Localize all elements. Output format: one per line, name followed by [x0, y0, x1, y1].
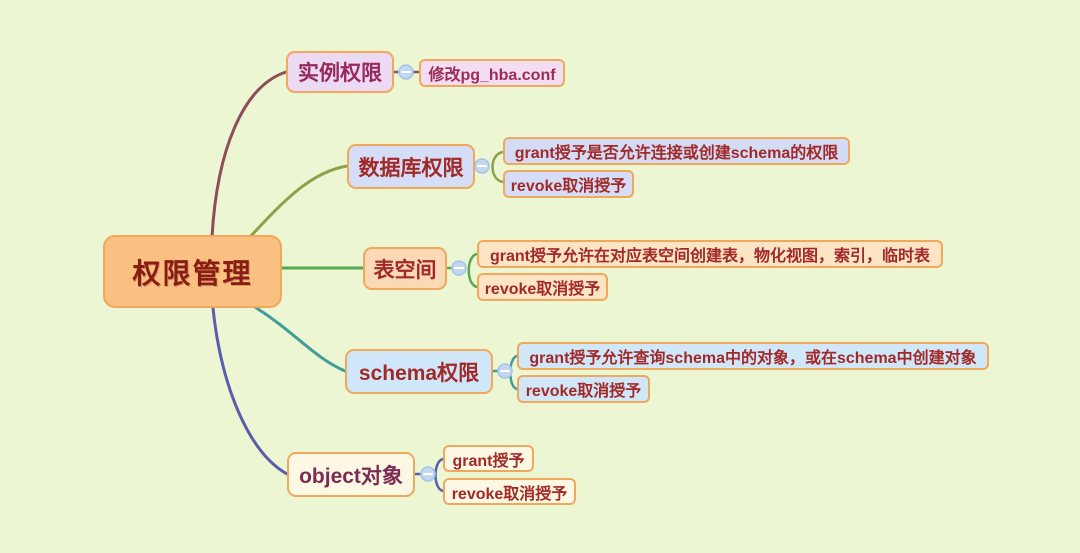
child-bracket-database [491, 150, 505, 184]
collapse-toggle-instance[interactable] [398, 64, 414, 80]
modify-pg-hba-node[interactable]: 修改pg_hba.conf [419, 59, 565, 87]
collapse-toggle-database[interactable] [474, 158, 490, 174]
branch-schema-node[interactable]: schema权限 [345, 349, 493, 394]
branch-instance-node[interactable]: 实例权限 [286, 51, 394, 93]
collapse-toggle-tablespace[interactable] [451, 260, 467, 276]
branch-line-instance [210, 70, 288, 239]
child-bracket-tablespace [445, 252, 479, 289]
branch-line-object [211, 306, 289, 476]
collapse-toggle-object[interactable] [420, 466, 436, 482]
tablespace-revoke-node[interactable]: revoke取消授予 [477, 273, 608, 301]
root-node[interactable]: 权限管理 [103, 235, 282, 308]
schema-revoke-node[interactable]: revoke取消授予 [517, 375, 650, 403]
branch-line-database [248, 164, 349, 239]
tablespace-grant-node[interactable]: grant授予允许在对应表空间创建表，物化视图，索引，临时表 [477, 240, 943, 268]
branch-tablespace-node[interactable]: 表空间 [363, 247, 447, 290]
collapse-toggle-schema[interactable] [497, 363, 513, 379]
branch-database-node[interactable]: 数据库权限 [347, 144, 475, 189]
branch-line-schema [253, 305, 347, 373]
object-revoke-node[interactable]: revoke取消授予 [443, 478, 576, 505]
database-grant-node[interactable]: grant授予是否允许连接或创建schema的权限 [503, 137, 850, 165]
database-revoke-node[interactable]: revoke取消授予 [503, 170, 634, 198]
schema-grant-node[interactable]: grant授予允许查询schema中的对象，或在schema中创建对象 [517, 342, 989, 370]
branch-object-node[interactable]: object对象 [287, 452, 415, 497]
object-grant-node[interactable]: grant授予 [443, 445, 534, 472]
